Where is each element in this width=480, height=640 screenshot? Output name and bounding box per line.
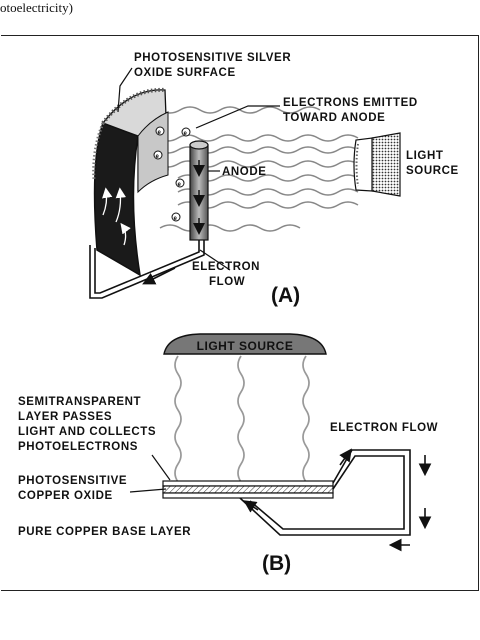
leader-lines-a bbox=[117, 67, 280, 271]
label-electron: ELECTRON bbox=[192, 261, 260, 273]
light-source-a bbox=[353, 132, 401, 197]
panel-b-tag: (B) bbox=[262, 552, 291, 575]
light-rays-b bbox=[174, 355, 310, 483]
label-photosensitive-silver: PHOTOSENSITIVE SILVER bbox=[134, 52, 291, 64]
label-anode: ANODE bbox=[222, 166, 267, 178]
leader-lines-b bbox=[129, 454, 171, 493]
label-photoelectrons: PHOTOELECTRONS bbox=[18, 441, 138, 453]
header-fragment: otoelectricity) bbox=[0, 0, 73, 15]
panel-a: e e e e e bbox=[89, 52, 459, 307]
light-source-b: LIGHT SOURCE bbox=[163, 333, 327, 355]
electron-symbol: e bbox=[184, 131, 188, 137]
electrons-a: e e e e e bbox=[153, 126, 191, 222]
electron-symbol: e bbox=[158, 130, 162, 136]
panel-a-tag: (A) bbox=[271, 284, 300, 307]
figure-frame bbox=[1, 35, 479, 591]
label-electrons-emitted: ELECTRONS EMITTED bbox=[283, 97, 418, 109]
label-light-and-collects: LIGHT AND COLLECTS bbox=[18, 426, 156, 438]
label-layer-passes: LAYER PASSES bbox=[18, 411, 112, 423]
copper-cell bbox=[162, 480, 334, 499]
label-light-source-b: LIGHT SOURCE bbox=[197, 339, 294, 353]
label-electron-flow-b: ELECTRON FLOW bbox=[330, 422, 438, 434]
electron-symbol: e bbox=[156, 154, 160, 160]
electron-flow-circuit-a bbox=[89, 240, 205, 299]
electron-symbol: e bbox=[174, 216, 178, 222]
label-copper-oxide: COPPER OXIDE bbox=[18, 490, 113, 502]
label-semitransparent: SEMITRANSPARENT bbox=[18, 396, 141, 408]
label-light: LIGHT bbox=[406, 150, 444, 162]
label-toward-anode: TOWARD ANODE bbox=[283, 112, 385, 124]
panel-b: LIGHT SOURCE SEMITRAN bbox=[18, 333, 438, 575]
label-source: SOURCE bbox=[406, 165, 459, 177]
electron-flow-circuit-b bbox=[239, 448, 432, 552]
label-pure-copper-base: PURE COPPER BASE LAYER bbox=[18, 526, 191, 538]
label-photosensitive: PHOTOSENSITIVE bbox=[18, 475, 127, 487]
electron-symbol: e bbox=[178, 182, 182, 188]
label-flow: FLOW bbox=[209, 276, 245, 288]
photocathode bbox=[92, 87, 169, 277]
anode-rod bbox=[189, 140, 209, 241]
label-oxide-surface: OXIDE SURFACE bbox=[134, 67, 236, 79]
